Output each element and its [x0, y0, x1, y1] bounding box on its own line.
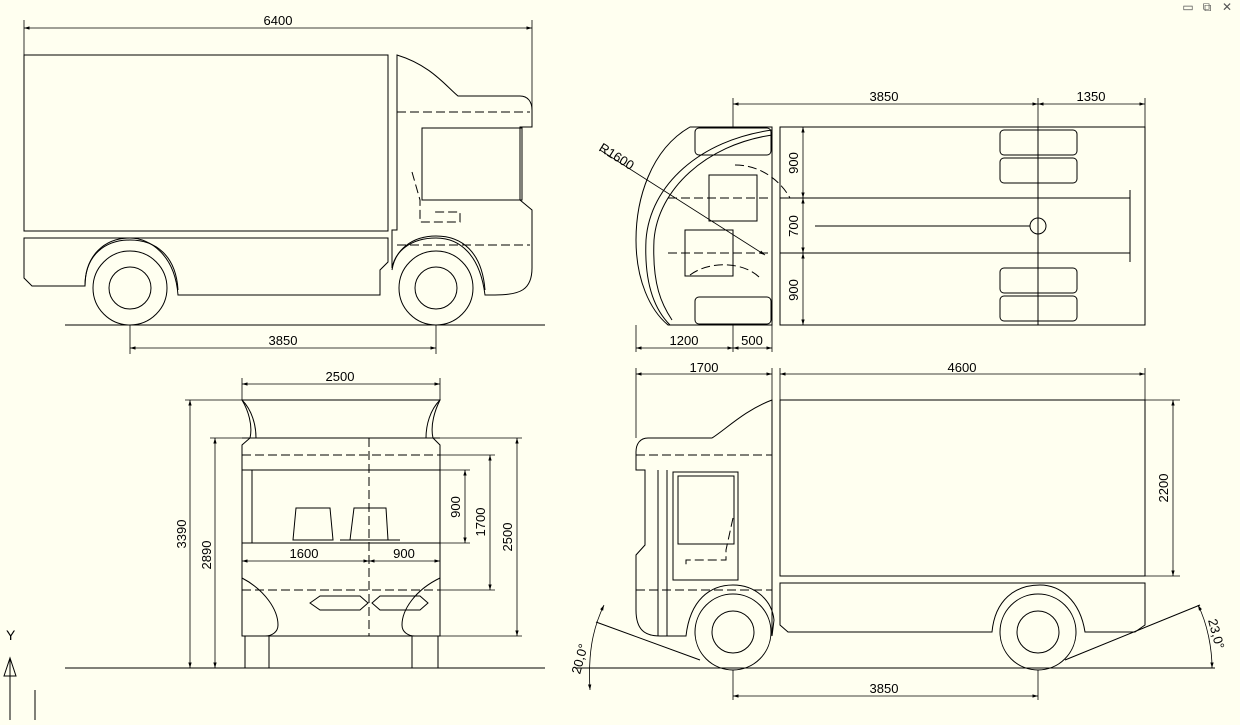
axis-y-label: Y — [6, 627, 16, 643]
dim-overall-length: 6400 — [264, 13, 293, 28]
approach-angle: 20,0° — [568, 642, 590, 675]
chassis-skirt — [23, 237, 389, 296]
cab-top — [635, 126, 773, 326]
close-icon[interactable]: ✕ — [1221, 0, 1233, 14]
cab-window — [421, 127, 523, 201]
dim-width-1: 900 — [786, 152, 801, 174]
cab-outline — [391, 54, 533, 296]
rear-wheel-side — [999, 593, 1077, 671]
minimize-icon[interactable]: ▭ — [1182, 0, 1194, 14]
dim-overall-height: 3390 — [174, 520, 189, 549]
dim-lower-2: 900 — [393, 546, 415, 561]
cab-front — [241, 399, 441, 637]
dim-wheelbase-bottom: 3850 — [870, 681, 899, 696]
cargo-box-top — [779, 126, 1146, 326]
dim-upper-2: 1700 — [473, 508, 488, 537]
side-view-top: 6400 3850 — [23, 13, 545, 354]
dim-front-1: 1200 — [670, 333, 699, 348]
ucs-axis-icon: Y — [3, 627, 36, 720]
dim-width-2: 700 — [786, 215, 801, 237]
cab-side — [635, 399, 775, 637]
dim-overall-width: 2500 — [326, 369, 355, 384]
dim-cab-height: 2890 — [199, 541, 214, 570]
dim-lower-1: 1600 — [290, 546, 319, 561]
dim-front-2: 500 — [741, 333, 763, 348]
rear-wheel — [92, 250, 168, 326]
dim-upper-3: 2500 — [500, 523, 515, 552]
top-view: R1600 3850 1350 900 700 900 1200 500 — [596, 89, 1146, 352]
dim-cab-length: 1700 — [690, 360, 719, 375]
front-view: 2500 3390 2890 900 1700 2500 1600 900 — [65, 369, 545, 669]
cargo-box-side — [779, 399, 1146, 577]
restore-icon[interactable]: ⧉ — [1202, 0, 1212, 14]
dim-box-height: 2200 — [1156, 474, 1171, 503]
dim-front-to-rear-axle: 3850 — [870, 89, 899, 104]
dim-box-length: 4600 — [948, 360, 977, 375]
dim-upper-1: 900 — [448, 496, 463, 518]
dim-wheelbase-side: 3850 — [269, 333, 298, 348]
dim-rear-overhang: 1350 — [1077, 89, 1106, 104]
cab-door — [672, 471, 739, 581]
departure-angle: 23,0° — [1205, 617, 1227, 650]
cargo-box — [23, 54, 389, 232]
dim-width-3: 900 — [786, 279, 801, 301]
side-view-bottom: 20,0° 23,0° 1700 4600 2200 3850 — [568, 360, 1228, 700]
front-wheel — [398, 250, 474, 326]
dim-turn-radius: R1600 — [596, 140, 636, 173]
front-wheel-side — [694, 593, 772, 671]
